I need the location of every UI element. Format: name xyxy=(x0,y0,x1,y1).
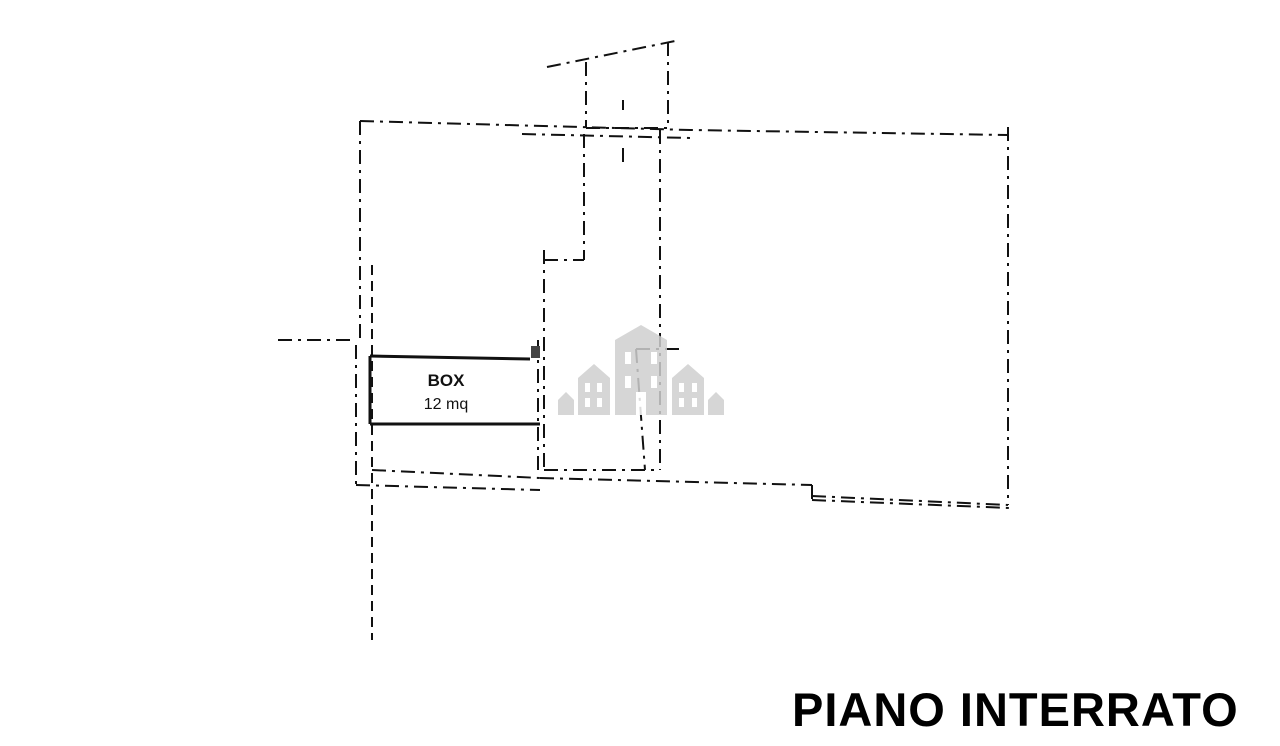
room-area-label: 12 mq xyxy=(424,396,468,413)
column-marker xyxy=(531,346,540,358)
box-room: BOX 12 mq xyxy=(368,346,540,426)
building-perimeter xyxy=(359,120,1011,509)
central-shaft-outline xyxy=(543,130,680,471)
buildings-icon xyxy=(558,325,724,415)
room-name-label: BOX xyxy=(428,371,466,390)
left-wing-outline xyxy=(278,265,813,640)
upper-annex-outline xyxy=(546,39,681,165)
floor-level-title: PIANO INTERRATO xyxy=(792,683,1239,736)
